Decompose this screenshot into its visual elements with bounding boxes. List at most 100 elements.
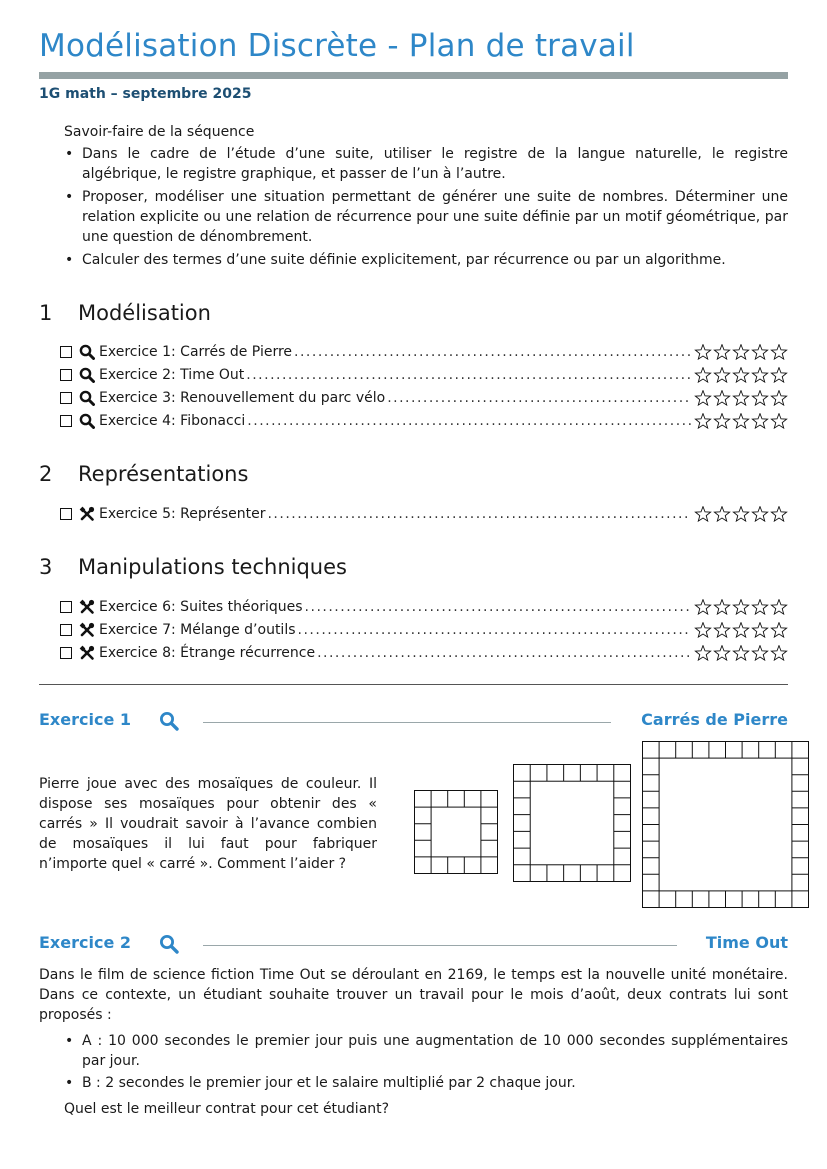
star-icon[interactable] — [732, 645, 750, 661]
star-icon[interactable] — [713, 506, 731, 522]
mosaic-square-large — [642, 741, 809, 908]
exercise-row-3[interactable]: Exercice 3: Renouvellement du parc vélo … — [60, 388, 788, 408]
star-icon[interactable] — [751, 622, 769, 638]
star-icon[interactable] — [770, 413, 788, 429]
star-icon[interactable] — [713, 599, 731, 615]
star-icon[interactable] — [770, 506, 788, 522]
header-rule — [203, 945, 677, 946]
star-icon[interactable] — [732, 622, 750, 638]
magnifier-icon — [160, 712, 179, 731]
star-rating[interactable] — [693, 413, 788, 429]
star-icon[interactable] — [770, 344, 788, 360]
checkbox[interactable] — [60, 392, 72, 404]
section-title: Manipulations techniques — [78, 555, 347, 579]
leader-dots: ........................................… — [297, 622, 691, 638]
star-icon[interactable] — [694, 344, 712, 360]
star-icon[interactable] — [732, 506, 750, 522]
exercise-name: Exercice 2 — [39, 933, 131, 952]
star-rating[interactable] — [693, 599, 788, 615]
star-icon[interactable] — [751, 599, 769, 615]
star-icon[interactable] — [751, 645, 769, 661]
exercise-row-2[interactable]: Exercice 2: Time Out ...................… — [60, 365, 788, 385]
exercise2-intro: Dans le film de science fiction Time Out… — [39, 967, 788, 1023]
mosaic-inner-border — [430, 806, 482, 858]
exercise1-header: Exercice 1 Carrés de Pierre — [39, 710, 788, 732]
star-icon[interactable] — [694, 506, 712, 522]
exercise-label: Exercice 7: Mélange d’outils — [99, 622, 296, 638]
star-icon[interactable] — [713, 367, 731, 383]
star-icon[interactable] — [694, 599, 712, 615]
checkbox[interactable] — [60, 415, 72, 427]
checkbox[interactable] — [60, 624, 72, 636]
star-icon[interactable] — [732, 344, 750, 360]
exercise-label: Exercice 5: Représenter — [99, 506, 266, 522]
magnifier-icon — [79, 344, 95, 360]
star-rating[interactable] — [693, 645, 788, 661]
star-rating[interactable] — [693, 622, 788, 638]
magnifier-icon — [79, 367, 95, 383]
checkbox[interactable] — [60, 647, 72, 659]
star-icon[interactable] — [751, 413, 769, 429]
exercise-row-7[interactable]: Exercice 7: Mélange d’outils ...........… — [60, 620, 788, 640]
star-icon[interactable] — [713, 413, 731, 429]
title-rule — [39, 72, 788, 79]
leader-dots: ........................................… — [294, 344, 691, 360]
section-number: 2 — [39, 462, 53, 486]
star-icon[interactable] — [732, 390, 750, 406]
skill-item: Calculer des termes d’une suite définie … — [64, 250, 788, 270]
section-title: Modélisation — [78, 301, 211, 325]
star-icon[interactable] — [751, 506, 769, 522]
exercise-row-4[interactable]: Exercice 4: Fibonacci ..................… — [60, 411, 788, 431]
star-icon[interactable] — [713, 645, 731, 661]
star-rating[interactable] — [693, 367, 788, 383]
star-icon[interactable] — [694, 390, 712, 406]
leader-dots: ........................................… — [304, 599, 691, 615]
star-icon[interactable] — [770, 645, 788, 661]
star-icon[interactable] — [770, 599, 788, 615]
exercise-row-6[interactable]: Exercice 6: Suites théoriques ..........… — [60, 597, 788, 617]
exercise2-header: Exercice 2 Time Out — [39, 933, 788, 955]
checkbox[interactable] — [60, 508, 72, 520]
magnifier-icon — [79, 390, 95, 406]
star-icon[interactable] — [713, 622, 731, 638]
star-icon[interactable] — [751, 390, 769, 406]
exercise-row-1[interactable]: Exercice 1: Carrés de Pierre ...........… — [60, 342, 788, 362]
star-icon[interactable] — [770, 367, 788, 383]
skills-block: Savoir-faire de la séquence Dans le cadr… — [64, 122, 788, 273]
leader-dots: ........................................… — [387, 390, 691, 406]
section-number: 3 — [39, 555, 53, 579]
exercise-name: Exercice 1 — [39, 710, 131, 729]
star-icon[interactable] — [713, 344, 731, 360]
exercise-label: Exercice 8: Étrange récurrence — [99, 645, 316, 661]
exercise-label: Exercice 6: Suites théoriques — [99, 599, 303, 615]
checkbox[interactable] — [60, 601, 72, 613]
star-icon[interactable] — [751, 367, 769, 383]
star-icon[interactable] — [732, 599, 750, 615]
checkbox[interactable] — [60, 346, 72, 358]
star-rating[interactable] — [693, 344, 788, 360]
star-icon[interactable] — [694, 622, 712, 638]
star-icon[interactable] — [770, 390, 788, 406]
skills-heading: Savoir-faire de la séquence — [64, 124, 255, 140]
tools-icon — [79, 645, 95, 660]
star-icon[interactable] — [694, 413, 712, 429]
star-icon[interactable] — [732, 367, 750, 383]
section-heading-3: 3 Manipulations techniques — [39, 555, 347, 579]
exercise-row-5[interactable]: Exercice 5: Représenter ................… — [60, 504, 788, 524]
exercise2-body: Dans le film de science fiction Time Out… — [39, 965, 788, 1119]
star-icon[interactable] — [713, 390, 731, 406]
star-icon[interactable] — [694, 367, 712, 383]
mosaic-square-medium — [513, 764, 631, 882]
page-title: Modélisation Discrète - Plan de travail — [39, 28, 635, 64]
star-icon[interactable] — [770, 622, 788, 638]
exercise-label: Exercice 3: Renouvellement du parc vélo — [99, 390, 386, 406]
star-icon[interactable] — [732, 413, 750, 429]
star-rating[interactable] — [693, 390, 788, 406]
star-icon[interactable] — [694, 645, 712, 661]
star-rating[interactable] — [693, 506, 788, 522]
exercise-row-8[interactable]: Exercice 8: Étrange récurrence .........… — [60, 643, 788, 663]
checkbox[interactable] — [60, 369, 72, 381]
star-icon[interactable] — [751, 344, 769, 360]
exercise-title: Time Out — [705, 933, 788, 952]
